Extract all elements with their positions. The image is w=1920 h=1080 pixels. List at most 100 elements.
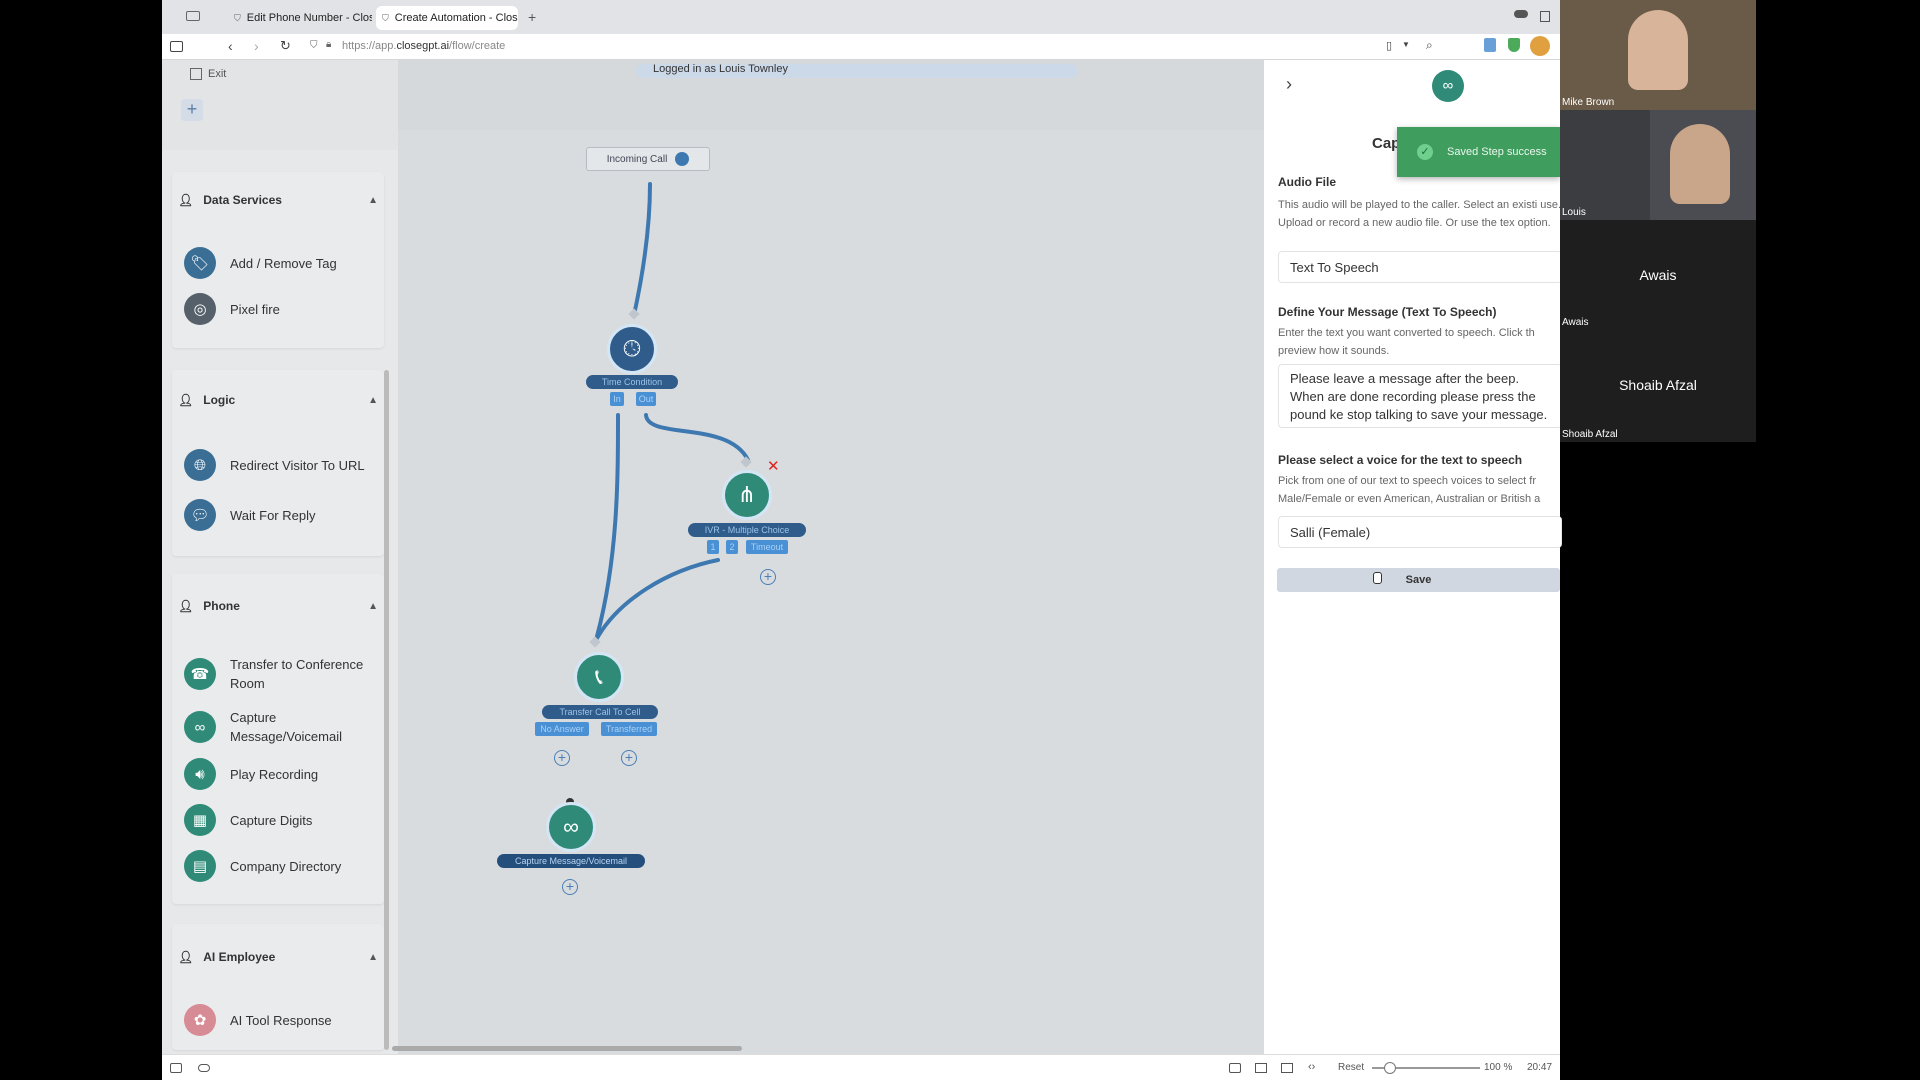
save-button[interactable]: Save: [1277, 568, 1560, 592]
component-capture-voicemail[interactable]: ∞ Capture Message/Voicemail: [184, 708, 374, 746]
component-company-directory[interactable]: ▤ Company Directory: [184, 850, 374, 882]
forward-icon[interactable]: ›: [254, 38, 259, 54]
chevron-right-icon[interactable]: ›: [1286, 74, 1292, 94]
port-no-answer[interactable]: No Answer: [535, 722, 589, 736]
participant-name: Louis: [1562, 207, 1586, 218]
cloud-icon[interactable]: [198, 1064, 210, 1072]
back-icon[interactable]: ‹: [228, 38, 233, 54]
component-play-recording[interactable]: 🔊︎ Play Recording: [184, 758, 374, 790]
voice-select[interactable]: Salli (Female): [1278, 516, 1562, 548]
component-pixel-fire[interactable]: ◎ Pixel fire: [184, 293, 374, 325]
browser-address-bar: ‹ › ↻ ⛉ 🔒︎ https://app.closegpt.ai/flow/…: [162, 34, 1560, 60]
component-add-remove-tag[interactable]: 🏷︎ Add / Remove Tag: [184, 247, 374, 279]
sidebar-icon[interactable]: [170, 41, 183, 52]
zoom-reset[interactable]: Reset: [1338, 1062, 1365, 1073]
chevron-down-icon[interactable]: ▼: [1402, 40, 1410, 49]
message-desc: Enter the text you want converted to spe…: [1278, 327, 1535, 357]
port-timeout[interactable]: Timeout: [746, 540, 788, 554]
node-label-transfer-call: Transfer Call To Cell: [542, 705, 658, 719]
tab-create-automation[interactable]: ⛉ Create Automation - Close: [376, 6, 518, 30]
speaker-icon: 🔊︎: [184, 758, 216, 790]
component-wait-for-reply[interactable]: 💬︎ Wait For Reply: [184, 499, 374, 531]
participant-name-large: Awais: [1639, 267, 1677, 283]
shield-extension-icon[interactable]: [1508, 38, 1520, 52]
port-2[interactable]: 2: [726, 540, 738, 554]
tab-edit-phone-number[interactable]: ⛉ Edit Phone Number - Close: [234, 12, 372, 24]
port-out[interactable]: Out: [636, 392, 656, 406]
node-ivr-multiple-choice[interactable]: ⋔: [722, 470, 772, 520]
extension-icon[interactable]: [1484, 38, 1496, 52]
chevron-up-icon[interactable]: ▲: [368, 951, 378, 963]
chevron-up-icon[interactable]: ▲: [368, 394, 378, 406]
image-icon[interactable]: [1255, 1063, 1267, 1073]
message-title: Define Your Message (Text To Speech): [1278, 305, 1497, 319]
shield-icon: ⛉: [234, 12, 241, 23]
delete-icon[interactable]: ✕: [767, 458, 780, 475]
start-node-incoming-call[interactable]: Incoming Call: [586, 147, 710, 171]
clock-time: 20:47: [1527, 1062, 1553, 1073]
phone-icon: [675, 152, 690, 166]
window-icon[interactable]: [1281, 1063, 1293, 1073]
window-icon[interactable]: [1540, 11, 1550, 22]
new-tab-button[interactable]: +: [528, 9, 537, 25]
canvas-horizontal-scrollbar[interactable]: [392, 1046, 742, 1051]
component-transfer-conference[interactable]: ☎︎ Transfer to Conference Room: [184, 655, 374, 693]
participant-name-large: Shoaib Afzal: [1619, 377, 1697, 393]
add-step-icon[interactable]: +: [554, 750, 570, 766]
user-icon: 👤︎: [178, 950, 194, 964]
chevron-up-icon[interactable]: ▲: [368, 194, 378, 206]
component-capture-digits[interactable]: ▦ Capture Digits: [184, 804, 374, 836]
mouse-cursor-icon: [1373, 572, 1382, 584]
port-1[interactable]: 1: [707, 540, 719, 554]
add-step-icon[interactable]: +: [621, 750, 637, 766]
section-header-logic[interactable]: 👤︎ Logic ▲: [178, 393, 378, 407]
port-transferred[interactable]: Transferred: [601, 722, 657, 736]
code-icon[interactable]: ‹›: [1308, 1061, 1316, 1073]
user-icon: 👤︎: [178, 393, 194, 407]
chevron-up-icon[interactable]: ▲: [368, 600, 378, 612]
logged-in-text: Logged in as Louis Townley: [653, 63, 788, 75]
url-field[interactable]: https://app.closegpt.ai/flow/create: [342, 40, 506, 52]
camera-icon[interactable]: [1229, 1063, 1241, 1073]
section-header-ai-employee[interactable]: 👤︎ AI Employee ▲: [178, 950, 378, 964]
step-settings-panel: › ∞ Cap Audio File This audio will be pl…: [1264, 60, 1562, 1054]
sidebar-scrollbar[interactable]: [384, 370, 389, 1050]
logged-in-banner: [636, 64, 1078, 78]
add-step-icon[interactable]: +: [760, 569, 776, 585]
node-transfer-call-to-cell[interactable]: 📞︎: [574, 652, 624, 702]
section-header-data-services[interactable]: 👤︎ Data Services ▲: [178, 193, 378, 207]
search-icon[interactable]: ⌕: [1426, 38, 1433, 52]
node-time-condition[interactable]: 🕓︎: [607, 324, 657, 374]
node-capture-message[interactable]: ∞: [546, 802, 596, 852]
avatar[interactable]: [1530, 36, 1550, 56]
reload-icon[interactable]: ↻: [280, 38, 291, 53]
flow-connections: [589, 182, 752, 648]
bookmark-icon[interactable]: ▯: [1386, 40, 1393, 52]
component-ai-tool-response[interactable]: ✿ AI Tool Response: [184, 1004, 374, 1036]
exit-button[interactable]: Exit: [190, 68, 226, 80]
globe-icon: 🌐︎: [184, 449, 216, 481]
voicemail-icon: ∞: [563, 814, 579, 839]
message-textarea[interactable]: Please leave a message after the beep. W…: [1278, 364, 1562, 428]
sidebar-toggle-icon[interactable]: [186, 11, 200, 21]
video-tile-louis: [1650, 110, 1756, 220]
flow-canvas[interactable]: [398, 60, 1264, 1054]
clock-icon: 🕓︎: [623, 336, 641, 361]
sidebar-icon[interactable]: [170, 1063, 182, 1073]
connection-out-to-ivr: [644, 413, 750, 462]
participant-name: Mike Brown: [1562, 97, 1615, 108]
connection-incoming-to-time: [632, 182, 652, 317]
zoom-slider[interactable]: [1372, 1062, 1480, 1074]
audio-file-select[interactable]: Text To Speech: [1278, 251, 1562, 283]
add-step-icon[interactable]: +: [562, 879, 578, 895]
zoom-slider-thumb[interactable]: [1384, 1062, 1396, 1074]
component-redirect-visitor[interactable]: 🌐︎ Redirect Visitor To URL: [184, 449, 374, 481]
voice-title: Please select a voice for the text to sp…: [1278, 453, 1523, 467]
port-in[interactable]: In: [610, 392, 624, 406]
add-button[interactable]: +: [181, 99, 203, 121]
audio-file-title: Audio File: [1278, 175, 1336, 189]
participant-name: Shoaib Afzal: [1562, 429, 1618, 440]
phone-forward-icon: 📞︎: [595, 664, 603, 689]
zoom-level: 100 %: [1484, 1062, 1513, 1073]
section-header-phone[interactable]: 👤︎ Phone ▲: [178, 599, 378, 613]
